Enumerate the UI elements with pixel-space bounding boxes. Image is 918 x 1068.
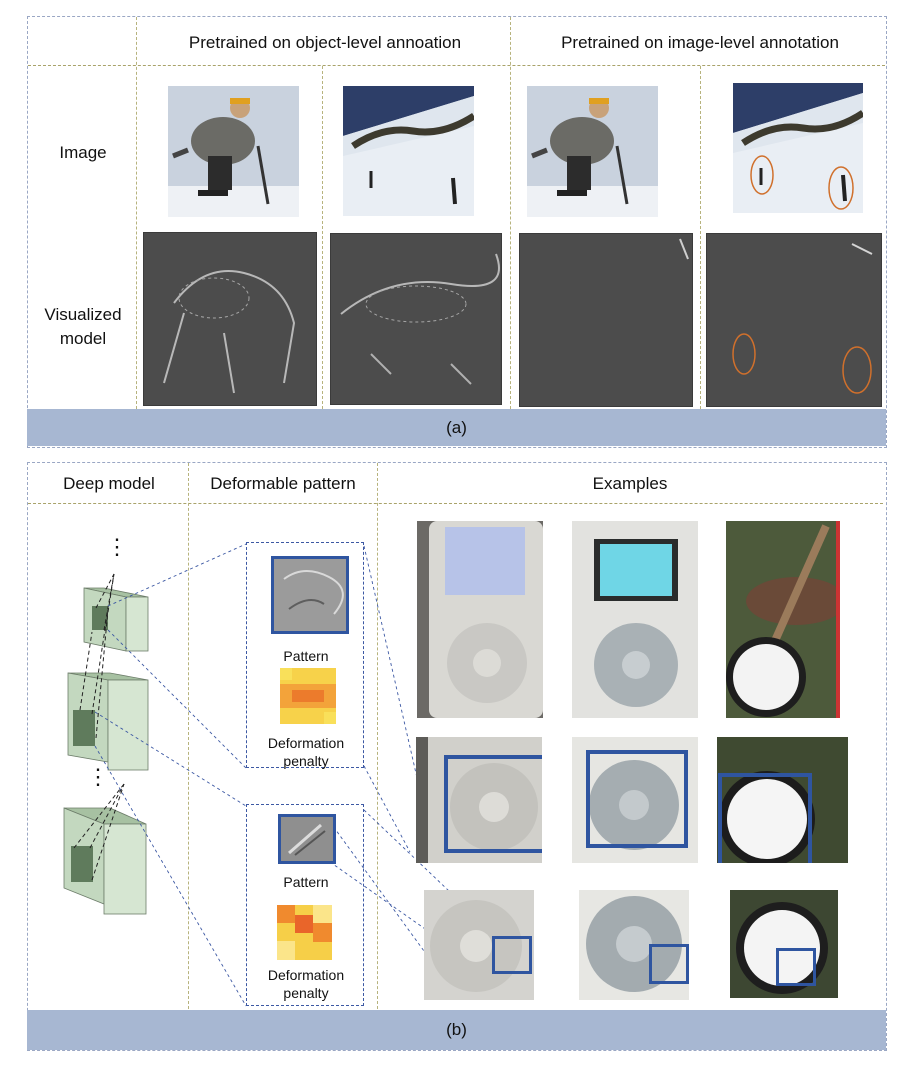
panel-b-col-divider-1	[188, 463, 189, 1009]
caption-bar-b: (b)	[27, 1010, 886, 1050]
ipod-example-image-3	[416, 737, 542, 863]
header-deformable-pattern: Deformable pattern	[210, 474, 356, 493]
ipod-example-image-4	[572, 737, 698, 863]
panel-a-group-divider	[510, 17, 511, 409]
caption-bar-a: (a)	[27, 409, 886, 446]
caption-a: (a)	[446, 418, 467, 437]
header-image-level: Pretrained on image-level annotation	[561, 33, 839, 52]
deformation-penalty-heatmap-1	[280, 668, 336, 724]
ipod-example-image-5	[424, 890, 534, 1000]
panel-b-col-divider-2	[377, 463, 378, 1009]
pattern-group-2	[246, 804, 364, 1006]
skier-closeup-image-1	[168, 86, 299, 217]
visualized-model-image-1	[143, 232, 317, 406]
detection-box	[718, 773, 812, 863]
detection-box	[649, 944, 689, 984]
row-label-visualized-model: Visualized model	[44, 305, 122, 348]
panel-a-col-divider-1	[322, 66, 323, 409]
caption-b: (b)	[446, 1020, 467, 1039]
penalty-label-2: Deformation penalty	[267, 967, 345, 1001]
penalty-label-1: Deformation penalty	[267, 735, 345, 769]
panel-a	[27, 16, 887, 448]
ipod-example-image-2	[572, 521, 698, 718]
ski-slope-image-1	[343, 86, 474, 216]
ellipsis-middle-icon: ⋮	[87, 764, 109, 789]
detection-box	[776, 948, 816, 986]
detection-box	[586, 750, 688, 848]
row-label-image: Image	[59, 143, 107, 162]
panel-a-col-divider-2	[700, 66, 701, 409]
panel-b-header-divider	[28, 503, 883, 504]
banjo-example-image-2	[717, 737, 848, 863]
panel-b	[27, 462, 887, 1051]
ski-slope-image-2	[733, 83, 863, 213]
visualized-model-image-3	[519, 233, 693, 407]
pattern-label-1: Pattern	[283, 648, 329, 664]
pattern-group-1	[246, 542, 364, 768]
header-examples: Examples	[592, 474, 668, 493]
detection-box	[492, 936, 532, 974]
pattern-image-1	[271, 556, 349, 634]
banjo-example-image-1	[726, 521, 840, 718]
visualized-model-image-2	[330, 233, 502, 405]
ipod-example-image-6	[579, 890, 689, 1000]
skier-closeup-image-2	[527, 86, 658, 217]
detection-box	[444, 755, 542, 853]
pattern-image-2	[278, 814, 336, 864]
panel-a-header-divider	[28, 65, 885, 66]
ipod-example-image-1	[417, 521, 543, 718]
banjo-example-image-3	[730, 890, 838, 998]
header-deep-model: Deep model	[63, 474, 155, 493]
panel-a-label-divider	[136, 17, 137, 409]
ellipsis-top-icon: ⋮	[106, 534, 128, 559]
visualized-model-image-4	[706, 233, 882, 407]
pattern-label-2: Pattern	[283, 874, 329, 890]
deformation-penalty-heatmap-2	[277, 905, 332, 960]
header-object-level: Pretrained on object-level annoation	[188, 33, 462, 52]
